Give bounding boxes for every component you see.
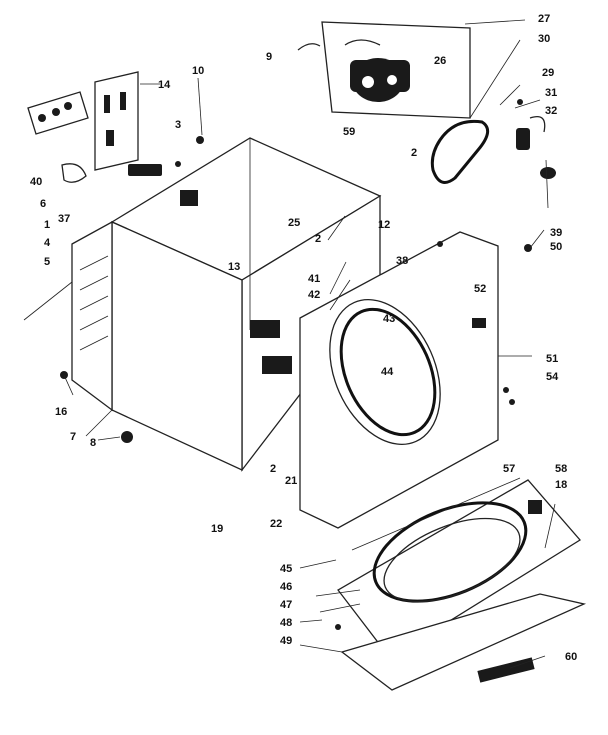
label-8: 8 xyxy=(90,437,96,449)
label-18: 18 xyxy=(555,479,567,491)
label-39: 39 xyxy=(550,227,562,239)
label-3: 3 xyxy=(175,119,181,131)
control-parts xyxy=(27,71,162,183)
label-54: 54 xyxy=(546,371,559,383)
label-19: 19 xyxy=(211,523,223,535)
label-26: 26 xyxy=(434,55,446,67)
motor-assembly xyxy=(297,21,471,119)
label-42: 42 xyxy=(308,289,320,301)
idler-assembly xyxy=(516,99,556,252)
label-4: 4 xyxy=(44,237,51,249)
label-5: 5 xyxy=(44,256,50,268)
label-32: 32 xyxy=(545,105,557,117)
label-30: 30 xyxy=(538,33,550,45)
label-57: 57 xyxy=(503,463,515,475)
label-12: 12 xyxy=(378,219,390,231)
label-29: 29 xyxy=(542,67,554,79)
label-22: 22 xyxy=(270,518,282,530)
label-10: 10 xyxy=(192,65,204,77)
label-50: 50 xyxy=(550,241,562,253)
label-60: 60 xyxy=(565,651,577,663)
label-21: 21 xyxy=(285,475,297,487)
label-38: 38 xyxy=(396,255,408,267)
label-6: 6 xyxy=(40,198,46,210)
label-49: 49 xyxy=(280,635,292,647)
label-13: 13 xyxy=(228,261,240,273)
side-panel xyxy=(71,220,113,412)
label-27: 27 xyxy=(538,13,550,25)
label-37: 37 xyxy=(58,213,70,225)
label-59: 59 xyxy=(343,126,355,138)
label-2-low: 2 xyxy=(270,463,276,475)
label-2-top: 2 xyxy=(411,147,417,159)
callout-labels: 9 27 30 26 29 31 32 59 2 14 10 3 40 6 37… xyxy=(30,13,577,663)
label-9: 9 xyxy=(266,51,272,63)
label-48: 48 xyxy=(280,617,292,629)
label-46: 46 xyxy=(280,581,292,593)
label-7: 7 xyxy=(70,431,76,443)
label-16: 16 xyxy=(55,406,67,418)
label-45: 45 xyxy=(280,563,292,575)
label-44: 44 xyxy=(381,366,394,378)
label-31: 31 xyxy=(545,87,557,99)
door-assembly xyxy=(337,479,587,691)
label-41: 41 xyxy=(308,273,320,285)
label-47: 47 xyxy=(280,599,292,611)
label-43: 43 xyxy=(383,313,395,325)
label-25: 25 xyxy=(288,217,300,229)
label-58: 58 xyxy=(555,463,567,475)
label-40: 40 xyxy=(30,176,42,188)
label-2-mid: 2 xyxy=(315,233,321,245)
label-51: 51 xyxy=(546,353,558,365)
drive-belt xyxy=(430,119,490,184)
label-14: 14 xyxy=(158,79,171,91)
leader-lines xyxy=(23,19,556,669)
label-1: 1 xyxy=(44,219,50,231)
front-panel xyxy=(299,231,499,529)
label-52: 52 xyxy=(474,283,486,295)
